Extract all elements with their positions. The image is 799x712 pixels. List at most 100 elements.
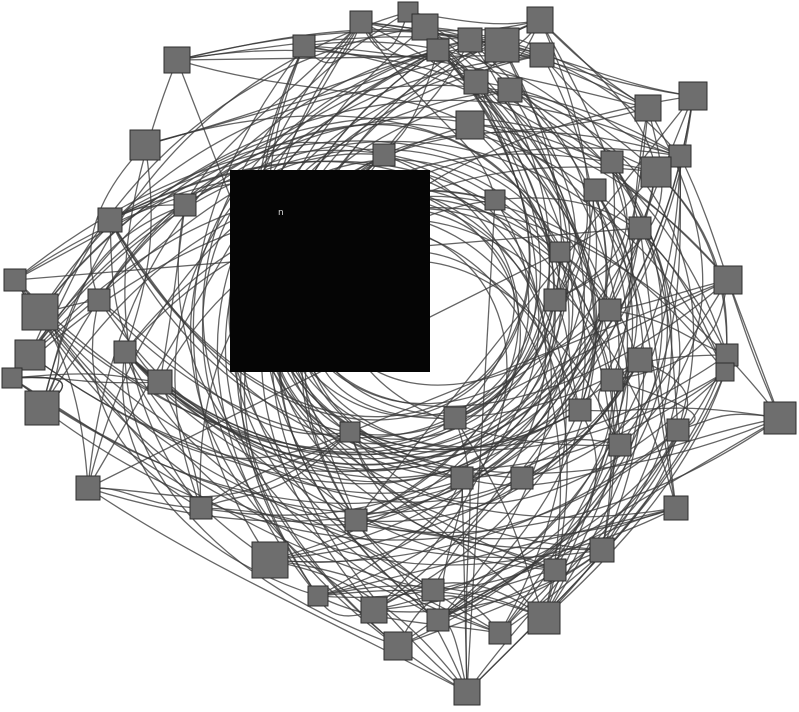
graph-edge [317,595,501,634]
graph-node [608,433,632,457]
hub-group: n [230,170,430,372]
graph-edge [269,477,463,563]
graph-edge [466,199,496,693]
graph-edge [124,144,152,353]
graph-edge [543,251,629,619]
graph-edge [200,507,434,591]
graph-edge [554,107,663,301]
graph-edge [11,359,641,514]
graph-node [426,608,450,632]
graph-node [678,81,708,111]
graph-node [372,143,396,167]
graph-node [421,578,445,602]
graph-edge [639,227,679,431]
graph-node [87,288,111,312]
graph-edge [594,189,677,509]
graph-node [97,207,123,233]
graph-node [488,621,512,645]
graph-node [173,193,197,217]
graph-edge [355,519,468,693]
graph-node [583,178,607,202]
graph-node [543,558,567,582]
graph-node [450,466,474,490]
graph-edge [144,115,556,301]
graph-edge [189,39,471,611]
graph-edge [159,204,186,383]
graph-node [14,339,46,371]
graph-edge [29,299,556,485]
graph-edge [355,199,530,521]
graph-edge [11,140,726,379]
graph-edge [124,171,657,460]
graph-edge [269,359,641,561]
graph-edge [317,507,677,597]
graph-edge [184,21,362,206]
graph-node [497,77,523,103]
graph-edge [87,487,468,693]
graph-edge [373,444,621,611]
graph-edge [14,49,439,281]
graph-node [634,94,662,122]
graph-edge [469,39,589,301]
graph-node [344,508,368,532]
graph-edge [349,279,729,433]
graph-node [453,678,481,706]
graph-edge [266,26,613,453]
graph-edge [611,279,729,381]
graph-edge [124,351,399,647]
graph-edge [124,171,657,455]
graph-node [383,631,413,661]
graph-edge [373,549,603,611]
graph-edge [29,141,385,356]
graph-node [713,265,743,295]
graph-edge [202,11,501,634]
graph-node [529,42,555,68]
graph-node [360,596,388,624]
graph-edge [39,311,271,561]
graph-edge [201,49,468,693]
graph-node [628,216,652,240]
graph-edge [611,107,649,381]
graph-node [292,34,316,58]
graph-edge [355,95,694,521]
graph-edge [475,81,611,311]
graph-node [443,406,467,430]
graph-edge [509,89,695,431]
graph-node [484,27,520,63]
graph-node [600,150,624,174]
graph-edge [543,371,726,619]
graph-node [113,340,137,364]
graph-node [457,27,483,53]
graph-edge [244,21,726,470]
graph-node [627,347,653,373]
graph-node [527,601,561,635]
graph-node [715,362,735,382]
graph-node [463,69,489,95]
graph-edge [469,124,613,163]
graph-edge [432,429,679,591]
graph-node [339,421,361,443]
graph-edge [39,311,351,459]
graph-edge [109,11,531,421]
graph-edge [29,124,562,473]
graph-node [568,398,592,422]
graph-edge [87,431,351,498]
graph-edge [355,519,556,571]
graph-node [307,585,329,607]
graph-node [600,368,624,392]
graph-node [598,298,622,322]
graph-edge [41,407,679,541]
graph-node [24,390,60,426]
graph-edge [176,59,471,126]
graph-edge [98,299,351,435]
graph-edge [144,44,503,146]
graph-edge [543,251,640,619]
graph-edge [437,417,781,621]
graph-edge [200,431,351,509]
graph-node [510,466,534,490]
graph-edge [11,373,161,383]
graph-node [668,144,692,168]
graph-node [163,46,191,74]
